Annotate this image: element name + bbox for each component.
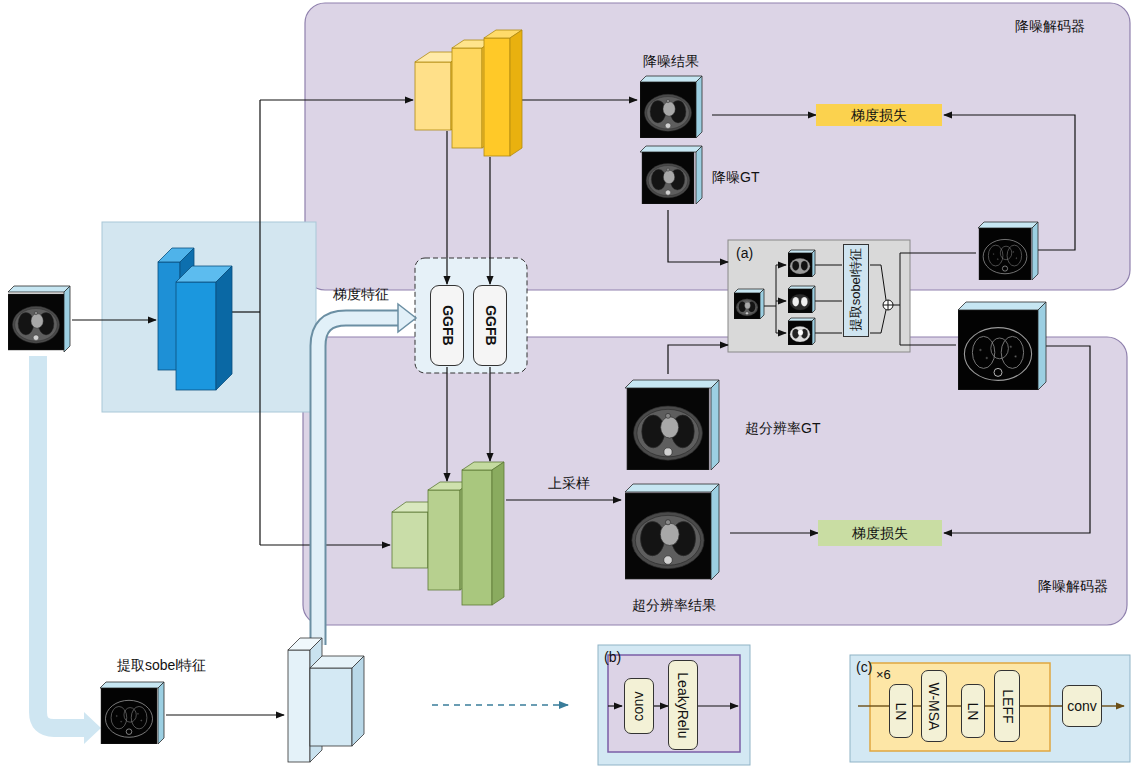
node-label: 降噪解码器	[1038, 578, 1108, 595]
text-slot: 超分辨率GT	[745, 419, 820, 437]
annotation-label: 上采样	[548, 475, 590, 492]
text-slot: 提取sobel特征	[117, 656, 206, 674]
node-label: 超分辨率结果	[632, 597, 716, 614]
text-slot: 梯度特征	[333, 285, 389, 303]
text-slot: 提取sobel特征	[844, 245, 868, 336]
text-slot: 超分辨率结果	[618, 596, 730, 614]
connector	[668, 345, 728, 374]
annotation-label: 梯度特征	[333, 286, 389, 303]
text-slot: LEFF	[995, 671, 1019, 741]
decoder-panel: 降噪解码器 超分辨率GT 超分辨率结果 梯度损失	[303, 337, 1127, 625]
text-slot: 降噪解码器	[1038, 577, 1108, 595]
text-slot: (c)	[856, 658, 872, 676]
layer-box: LEFF	[994, 670, 1020, 742]
node-label: ×6	[876, 667, 891, 683]
connector	[1020, 705, 1062, 706]
node-label: GGFB	[482, 305, 499, 345]
layer-box: conv	[1062, 685, 1102, 727]
node-label: GGFB	[439, 305, 456, 345]
loss-box: 梯度损失	[818, 520, 942, 546]
layer-box: W-MSA	[921, 670, 947, 742]
image-node: 降噪结果	[630, 48, 712, 141]
connector	[654, 705, 668, 706]
node-label: LN	[965, 702, 982, 720]
inset-panel: (c)×6LN W-MSA LN LEFF conv	[850, 655, 1130, 762]
layer-box: LN	[889, 684, 913, 738]
text-slot: conv	[1063, 686, 1101, 726]
connector	[730, 532, 818, 533]
ggfb-block: GGFB	[430, 285, 464, 366]
node-label: (b)	[604, 649, 621, 666]
text-slot: GGFB	[431, 286, 463, 365]
node-label: 梯度损失	[852, 525, 908, 542]
layer-box: LN	[961, 684, 985, 738]
image-node: 超分辨率结果	[618, 478, 730, 620]
sobel-extract-box: 提取sobel特征	[843, 244, 869, 337]
node-label: (a)	[736, 245, 753, 262]
node-label: 降噪结果	[643, 53, 699, 70]
decoder-panel: 降噪解码器降噪结果降噪GT 梯度损失	[305, 3, 1130, 290]
loss-box: 梯度损失	[816, 104, 942, 126]
text-slot: LN	[962, 685, 984, 737]
layer-box: conv	[624, 678, 654, 734]
text-slot: conv	[625, 679, 653, 733]
node-label: 梯度损失	[851, 107, 907, 124]
text-slot: (a)	[736, 244, 753, 262]
node-label: W-MSA	[926, 682, 943, 730]
connector	[947, 705, 961, 706]
connector	[985, 705, 994, 706]
text-slot: 梯度损失	[816, 104, 942, 126]
text-slot: 梯度损失	[818, 520, 942, 546]
text-slot: 降噪解码器	[1015, 17, 1085, 35]
text-slot: 降噪结果	[630, 52, 712, 70]
text-slot: LN	[890, 685, 912, 737]
node-label: 超分辨率GT	[745, 420, 820, 437]
connector	[712, 114, 816, 115]
connector	[668, 210, 728, 262]
ggfb-block: GGFB	[473, 285, 507, 366]
inset-panel: (b) conv LeakyRelu	[598, 645, 750, 765]
text-slot: 上采样	[548, 474, 590, 492]
node-label: LEFF	[999, 689, 1016, 723]
text-slot: (b)	[604, 648, 621, 666]
node-label: LeakyRelu	[675, 672, 692, 738]
text-slot: W-MSA	[922, 671, 946, 741]
connector	[913, 705, 921, 706]
layer-box: LeakyRelu	[668, 660, 698, 750]
node-label: conv	[631, 691, 648, 721]
node-label: LN	[893, 702, 910, 720]
image-node: 超分辨率GT	[620, 374, 850, 474]
text-slot: 降噪GT	[712, 168, 759, 186]
node-label: 降噪解码器	[1015, 18, 1085, 35]
image-node: 降噪GT	[634, 143, 776, 210]
text-slot: LeakyRelu	[669, 661, 697, 749]
node-label: 提取sobel特征	[848, 248, 864, 331]
node-label: conv	[1067, 698, 1097, 715]
text-slot: GGFB	[474, 286, 506, 365]
node-label: (c)	[856, 659, 872, 676]
node-label: 降噪GT	[712, 169, 759, 186]
text-slot: ×6	[876, 665, 891, 683]
annotation-label: 提取sobel特征	[117, 657, 206, 674]
repeat-block: ×6LN W-MSA LN LEFF	[870, 663, 1050, 751]
sobel-module: (a) 提取sobel特征	[728, 240, 910, 352]
